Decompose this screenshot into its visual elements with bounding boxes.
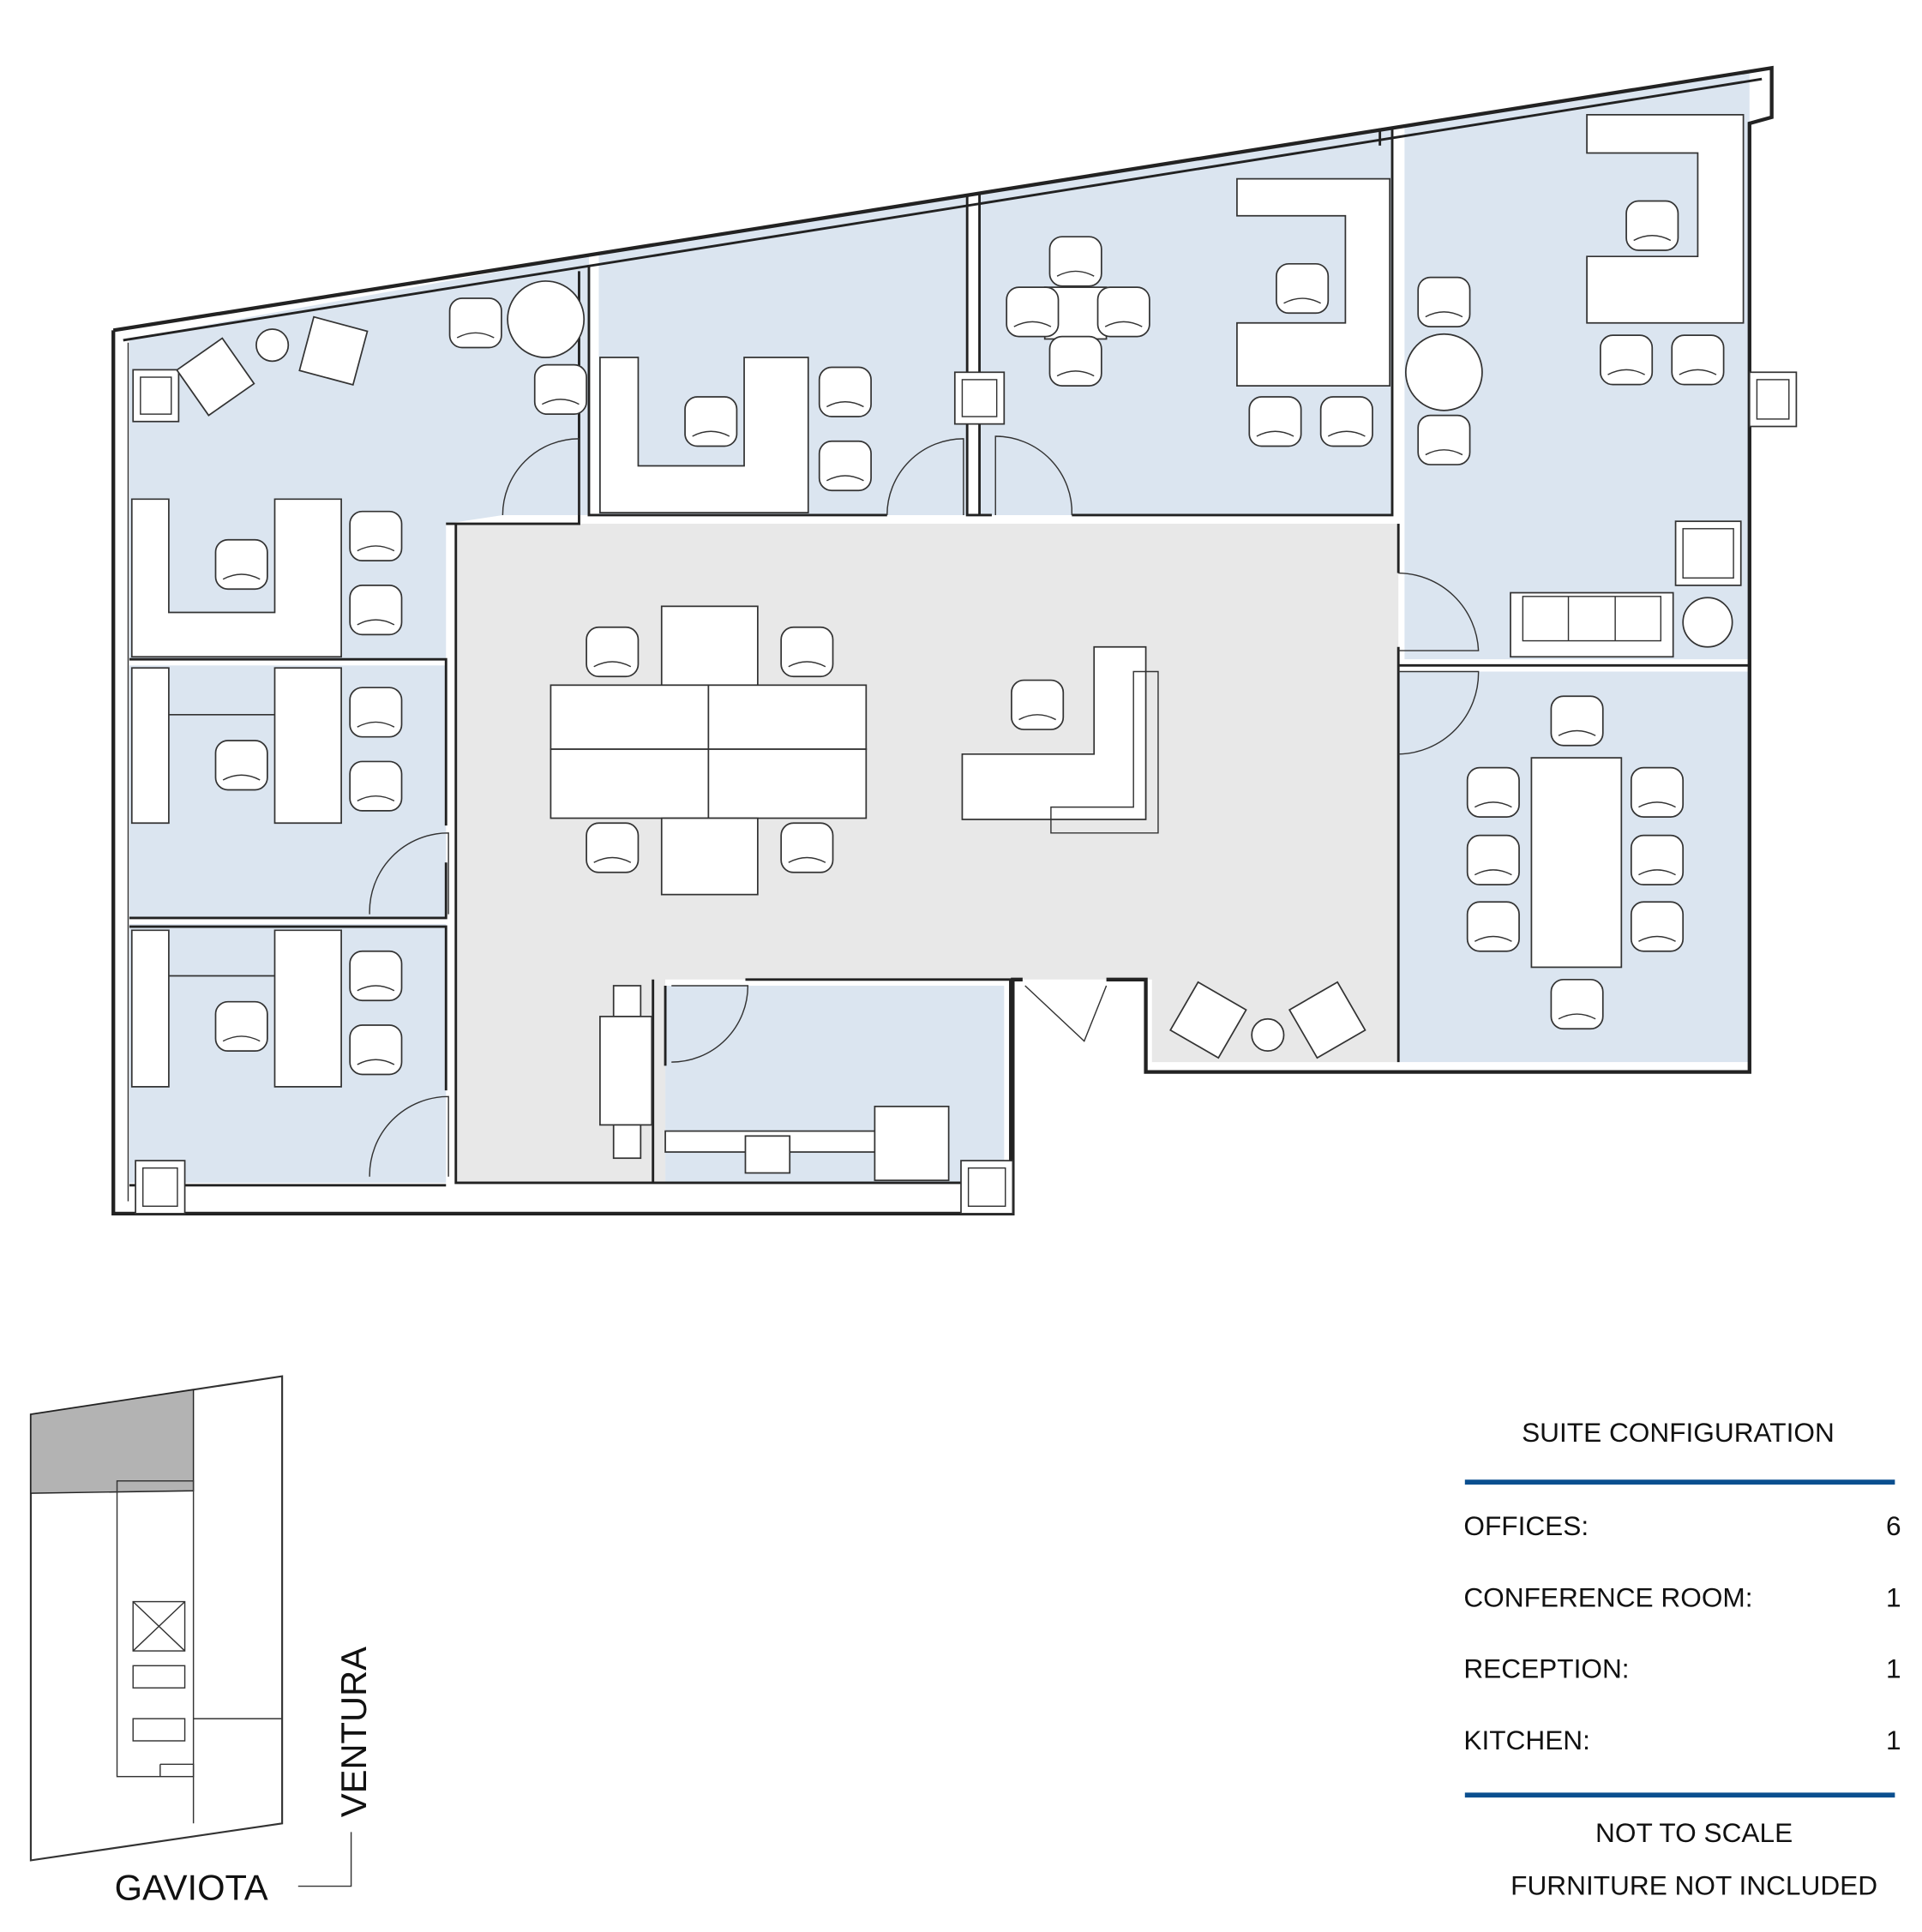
config-label: CONFERENCE ROOM:	[1463, 1581, 1752, 1612]
suite-configuration-panel: SUITE CONFIGURATION OFFICES: 6CONFERENCE …	[1463, 1417, 1901, 1901]
note-furniture-not-included: FURNITURE NOT INCLUDED	[1511, 1870, 1877, 1901]
chair-icon	[1417, 414, 1471, 465]
chair-icon	[1417, 276, 1471, 327]
chair-icon	[1466, 766, 1520, 818]
door-swings	[369, 435, 1480, 1177]
chair-icon	[214, 740, 268, 791]
chair-icon	[1600, 334, 1654, 386]
chair-icon	[349, 687, 403, 738]
key-plan: GAVIOTA VENTURA	[29, 1375, 374, 1907]
chair-icon	[1630, 766, 1685, 818]
chair-icon	[349, 950, 403, 1002]
chair-icon	[1248, 396, 1302, 447]
config-value: 1	[1886, 1581, 1901, 1612]
chair-icon	[1625, 200, 1679, 251]
chair-icon	[586, 626, 640, 678]
config-value: 6	[1886, 1510, 1901, 1541]
config-value: 1	[1886, 1725, 1901, 1755]
chair-icon	[586, 822, 640, 873]
chair-icon	[1048, 335, 1102, 387]
exterior-wall-inner	[123, 77, 1763, 342]
key-plan-street-gaviota: GAVIOTA	[115, 1867, 268, 1907]
chair-icon	[349, 760, 403, 812]
suite-configuration-title: SUITE CONFIGURATION	[1522, 1417, 1835, 1448]
chair-icon	[1011, 679, 1065, 730]
chair-icon	[1276, 262, 1330, 315]
config-value: 1	[1886, 1653, 1901, 1684]
chairs	[214, 200, 1725, 1076]
chair-icon	[533, 363, 587, 416]
chair-icon	[1630, 834, 1685, 886]
chair-icon	[1319, 396, 1373, 447]
chair-icon	[1466, 834, 1520, 886]
chair-icon	[214, 1000, 268, 1053]
chair-icon	[1671, 334, 1725, 386]
chair-icon	[780, 822, 834, 873]
furniture	[130, 114, 1745, 1181]
chair-icon	[818, 366, 872, 417]
exterior-wall	[112, 65, 1774, 1074]
chair-icon	[818, 440, 872, 492]
chair-icon	[780, 626, 834, 678]
chair-icon	[1630, 901, 1685, 952]
chair-icon	[1048, 236, 1102, 287]
chair-icon	[1096, 286, 1150, 338]
config-label: KITCHEN:	[1463, 1725, 1590, 1755]
key-plan-street-ventura: VENTURA	[333, 1647, 374, 1817]
chair-icon	[1006, 286, 1060, 338]
chair-icon	[448, 297, 502, 349]
chair-icon	[349, 585, 403, 636]
note-not-to-scale: NOT TO SCALE	[1595, 1817, 1793, 1848]
config-label: RECEPTION:	[1463, 1653, 1629, 1684]
chair-icon	[1466, 901, 1520, 952]
building-columns	[132, 369, 1798, 1215]
kitchen	[665, 985, 1005, 1183]
suite-floor-plan	[111, 65, 1798, 1216]
chair-icon	[349, 1024, 403, 1076]
key-plan-highlight-suite	[30, 1389, 195, 1494]
chair-icon	[684, 396, 738, 447]
chair-icon	[214, 538, 268, 591]
config-label: OFFICES:	[1463, 1510, 1589, 1541]
interior-walls	[129, 128, 1750, 1187]
chair-icon	[1550, 695, 1604, 747]
chair-icon	[349, 510, 403, 562]
chair-icon	[1550, 978, 1604, 1030]
